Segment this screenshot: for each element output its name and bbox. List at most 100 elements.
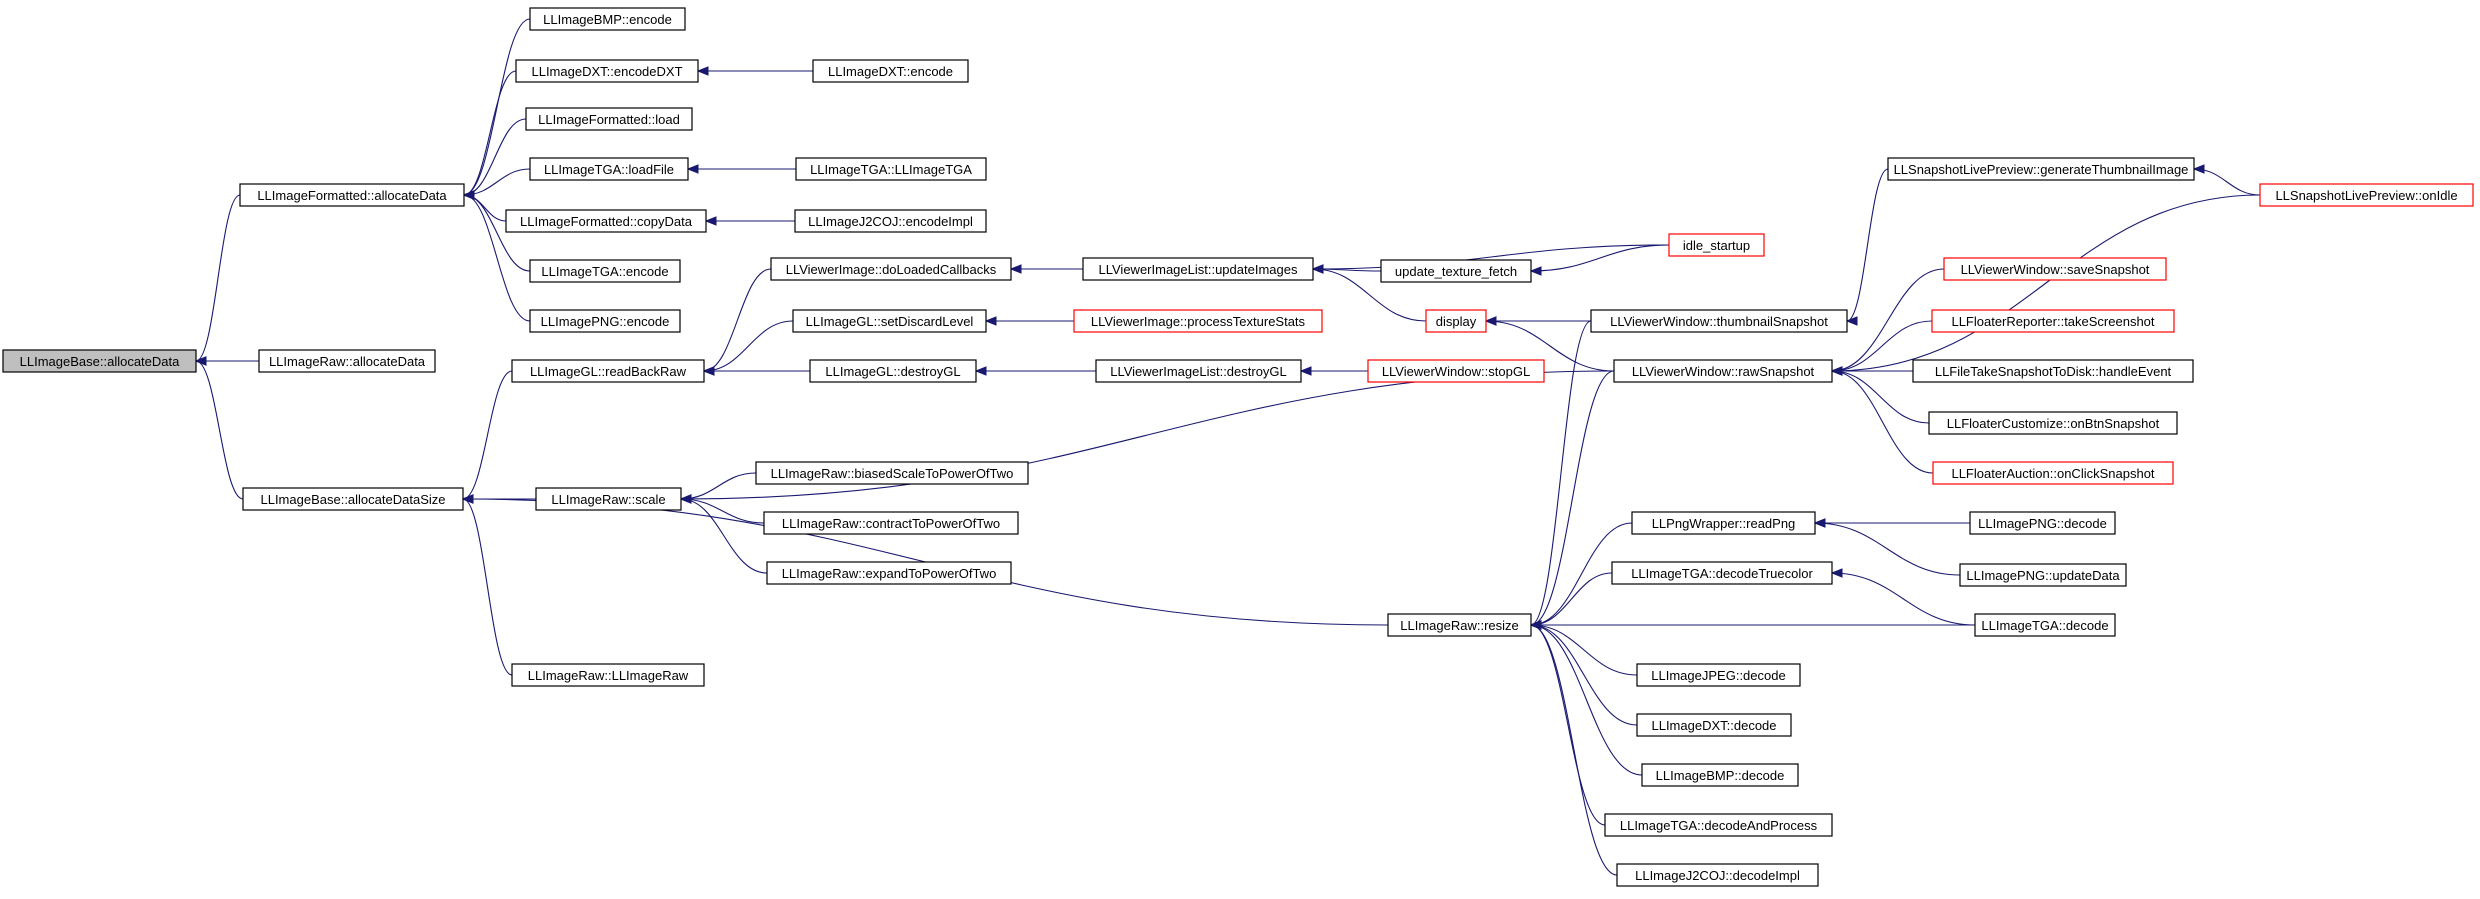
graph-node[interactable]: LLImageFormatted::copyData xyxy=(505,209,707,233)
node-box[interactable] xyxy=(812,59,969,83)
node-box[interactable] xyxy=(1932,461,2174,485)
node-box[interactable] xyxy=(1604,813,1833,837)
node-box[interactable] xyxy=(1082,257,1314,281)
node-box[interactable] xyxy=(755,461,1029,485)
node-box[interactable] xyxy=(1590,309,1848,333)
node-box[interactable] xyxy=(511,359,705,383)
node-box[interactable] xyxy=(505,209,707,233)
node-box[interactable] xyxy=(1668,233,1765,257)
node-box[interactable] xyxy=(1974,613,2116,637)
graph-node[interactable]: LLViewerWindow::stopGL xyxy=(1367,359,1545,383)
graph-node[interactable]: LLImageJ2COJ::encodeImpl xyxy=(794,209,987,233)
graph-node[interactable]: LLImageGL::setDiscardLevel xyxy=(792,309,987,333)
node-box[interactable] xyxy=(511,663,705,687)
graph-node[interactable]: display xyxy=(1425,309,1487,333)
node-box[interactable] xyxy=(795,157,987,181)
node-box[interactable] xyxy=(1380,259,1532,283)
node-box[interactable] xyxy=(1616,863,1819,887)
node-box[interactable] xyxy=(770,257,1012,281)
graph-node[interactable]: LLImageTGA::encode xyxy=(529,259,681,283)
node-box[interactable] xyxy=(2,349,197,373)
node-box[interactable] xyxy=(529,259,681,283)
node-box[interactable] xyxy=(1969,511,2116,535)
graph-node[interactable]: LLSnapshotLivePreview::generateThumbnail… xyxy=(1887,157,2195,181)
graph-node[interactable]: LLImageBase::allocateDataSize xyxy=(242,487,464,511)
graph-node[interactable]: LLImageFormatted::load xyxy=(525,107,693,131)
node-box[interactable] xyxy=(529,7,686,31)
node-box[interactable] xyxy=(1641,763,1799,787)
node-box[interactable] xyxy=(763,511,1019,535)
node-box[interactable] xyxy=(1636,713,1792,737)
graph-node[interactable]: LLFileTakeSnapshotToDisk::handleEvent xyxy=(1912,359,2194,383)
graph-node[interactable]: LLImageRaw::contractToPowerOfTwo xyxy=(763,511,1019,535)
graph-node[interactable]: LLImageTGA::decodeTruecolor xyxy=(1611,561,1833,585)
graph-node[interactable]: LLImageDXT::encode xyxy=(812,59,969,83)
graph-node[interactable]: LLImagePNG::updateData xyxy=(1959,563,2127,587)
graph-node[interactable]: LLImageDXT::encodeDXT xyxy=(515,59,699,83)
node-box[interactable] xyxy=(239,183,465,207)
graph-node[interactable]: update_texture_fetch xyxy=(1380,259,1532,283)
graph-node[interactable]: LLImageTGA::decodeAndProcess xyxy=(1604,813,1833,837)
graph-node[interactable]: LLImageJPEG::decode xyxy=(1636,663,1801,687)
node-box[interactable] xyxy=(1959,563,2127,587)
node-box[interactable] xyxy=(1095,359,1302,383)
graph-node[interactable]: LLFloaterReporter::takeScreenshot xyxy=(1931,309,2175,333)
graph-node[interactable]: LLImageBMP::decode xyxy=(1641,763,1799,787)
node-box[interactable] xyxy=(515,59,699,83)
node-box[interactable] xyxy=(2259,183,2474,207)
graph-node[interactable]: LLImageTGA::loadFile xyxy=(529,157,689,181)
graph-node[interactable]: LLImagePNG::encode xyxy=(529,309,681,333)
graph-node[interactable]: LLViewerImageList::updateImages xyxy=(1082,257,1314,281)
graph-node[interactable]: LLImageGL::destroyGL xyxy=(809,359,977,383)
graph-node[interactable]: LLImageRaw::scale xyxy=(535,487,682,511)
node-box[interactable] xyxy=(1636,663,1801,687)
graph-node[interactable]: LLImageRaw::resize xyxy=(1387,613,1532,637)
node-box[interactable] xyxy=(1073,309,1323,333)
graph-node[interactable]: LLImageBMP::encode xyxy=(529,7,686,31)
node-box[interactable] xyxy=(1631,511,1816,535)
node-box[interactable] xyxy=(242,487,464,511)
node-box[interactable] xyxy=(766,561,1012,585)
node-box[interactable] xyxy=(809,359,977,383)
graph-node[interactable]: LLViewerImage::processTextureStats xyxy=(1073,309,1323,333)
graph-node[interactable]: LLImageRaw::biasedScaleToPowerOfTwo xyxy=(755,461,1029,485)
node-box[interactable] xyxy=(1367,359,1545,383)
graph-node[interactable]: LLFloaterAuction::onClickSnapshot xyxy=(1932,461,2174,485)
graph-node[interactable]: LLImageBase::allocateData xyxy=(2,349,197,373)
node-box[interactable] xyxy=(1887,157,2195,181)
graph-node[interactable]: LLImageDXT::decode xyxy=(1636,713,1792,737)
node-box[interactable] xyxy=(792,309,987,333)
node-box[interactable] xyxy=(1611,561,1833,585)
graph-node[interactable]: LLPngWrapper::readPng xyxy=(1631,511,1816,535)
graph-node[interactable]: LLSnapshotLivePreview::onIdle xyxy=(2259,183,2474,207)
node-box[interactable] xyxy=(1943,257,2167,281)
node-box[interactable] xyxy=(794,209,987,233)
node-box[interactable] xyxy=(1425,309,1487,333)
graph-node[interactable]: LLViewerImage::doLoadedCallbacks xyxy=(770,257,1012,281)
graph-node[interactable]: LLImageTGA::decode xyxy=(1974,613,2116,637)
graph-node[interactable]: LLImageRaw::allocateData xyxy=(258,349,436,373)
graph-node[interactable]: LLImageRaw::LLImageRaw xyxy=(511,663,705,687)
graph-node[interactable]: LLImageRaw::expandToPowerOfTwo xyxy=(766,561,1012,585)
node-box[interactable] xyxy=(258,349,436,373)
node-box[interactable] xyxy=(1613,359,1833,383)
node-box[interactable] xyxy=(1931,309,2175,333)
node-box[interactable] xyxy=(529,309,681,333)
node-box[interactable] xyxy=(529,157,689,181)
graph-node[interactable]: LLFloaterCustomize::onBtnSnapshot xyxy=(1928,411,2178,435)
node-box[interactable] xyxy=(1387,613,1532,637)
graph-node[interactable]: LLViewerWindow::rawSnapshot xyxy=(1613,359,1833,383)
node-box[interactable] xyxy=(1912,359,2194,383)
node-box[interactable] xyxy=(1928,411,2178,435)
graph-node[interactable]: LLImageFormatted::allocateData xyxy=(239,183,465,207)
graph-node[interactable]: LLImageTGA::LLImageTGA xyxy=(795,157,987,181)
graph-node[interactable]: LLViewerImageList::destroyGL xyxy=(1095,359,1302,383)
graph-node[interactable]: LLImageGL::readBackRaw xyxy=(511,359,705,383)
node-box[interactable] xyxy=(535,487,682,511)
graph-node[interactable]: LLViewerWindow::thumbnailSnapshot xyxy=(1590,309,1848,333)
graph-node[interactable]: LLViewerWindow::saveSnapshot xyxy=(1943,257,2167,281)
graph-node[interactable]: LLImageJ2COJ::decodeImpl xyxy=(1616,863,1819,887)
graph-node[interactable]: idle_startup xyxy=(1668,233,1765,257)
graph-node[interactable]: LLImagePNG::decode xyxy=(1969,511,2116,535)
node-box[interactable] xyxy=(525,107,693,131)
